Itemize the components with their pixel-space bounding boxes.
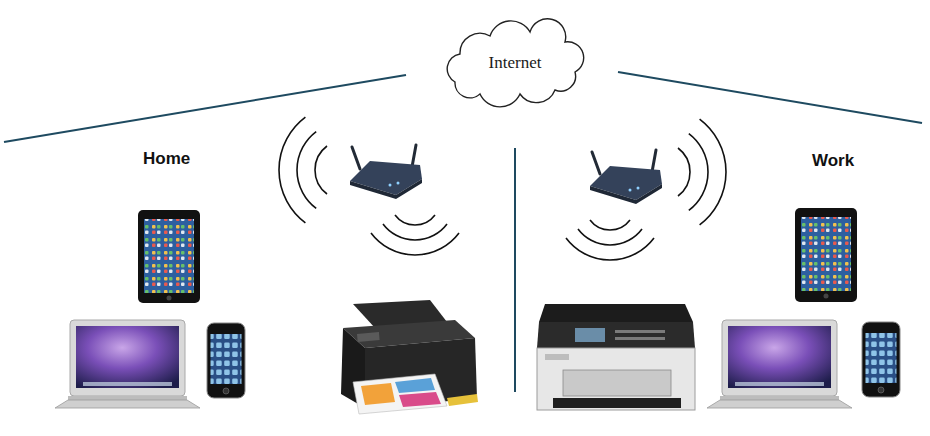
paper-graphic (399, 392, 441, 407)
laptop-screen (728, 326, 831, 388)
wifi-arc (678, 148, 690, 196)
laptop-lid (70, 320, 185, 396)
laptop-base (55, 400, 200, 408)
phone-screen (866, 333, 897, 383)
divider-line (514, 148, 516, 392)
wifi-arc (371, 233, 459, 255)
printer-scanner-lid (539, 304, 693, 322)
router-edge (350, 179, 422, 199)
internet-link-line (618, 72, 922, 123)
paper-graphic (395, 378, 435, 393)
smartphone (862, 322, 900, 397)
printer-tray (553, 398, 681, 408)
printer-body (537, 348, 695, 410)
phone-frame (207, 323, 245, 398)
cloud-shape (447, 19, 583, 107)
tablet-screen (144, 219, 194, 293)
router-led (637, 187, 640, 190)
printer-buttons (615, 330, 665, 333)
wifi-arc (279, 117, 305, 223)
wifi-arc (297, 132, 316, 209)
phone-button (878, 387, 884, 393)
laptop-base (707, 400, 852, 408)
tablet-frame (138, 210, 200, 303)
phone-screen (211, 334, 242, 384)
wifi-arc (590, 220, 630, 230)
router-body (350, 161, 422, 195)
phone-button (223, 388, 229, 394)
paper-graphic (361, 383, 395, 405)
laptop-hinge (68, 396, 187, 400)
wifi-arc (315, 146, 327, 194)
wifi-arc (395, 215, 435, 225)
printer-vent (545, 354, 569, 360)
printed-paper (353, 374, 447, 414)
wifi-waves (566, 119, 726, 260)
router-led (397, 182, 400, 185)
wifi-router (350, 145, 422, 199)
router-antenna (412, 145, 416, 167)
tablet-button (824, 294, 829, 299)
laptop (55, 320, 200, 408)
printer-control-panel (537, 322, 695, 348)
wifi-router (590, 150, 662, 204)
tablet-frame (795, 208, 857, 302)
router-antenna (592, 152, 600, 174)
printer-buttons (615, 337, 665, 340)
router-antenna (652, 150, 656, 172)
printer-panel (357, 332, 380, 342)
phone-frame (862, 322, 900, 397)
router-body (590, 166, 662, 200)
tablet-screen (801, 217, 851, 291)
laptop-dock (735, 382, 824, 386)
paper-tray (447, 394, 478, 406)
all-in-one-printer (537, 304, 695, 410)
laptop (707, 320, 852, 408)
printer-display (575, 328, 605, 342)
laptop-screen (76, 326, 179, 388)
router-edge (590, 184, 662, 204)
router-antenna (352, 147, 360, 169)
area-label: Work (812, 151, 854, 171)
wifi-arc (578, 229, 642, 245)
internet-link-line (4, 75, 406, 142)
wifi-arc (689, 134, 708, 211)
inkjet-printer (341, 300, 478, 414)
area-label: Home (143, 149, 190, 169)
laptop-hinge (720, 396, 839, 400)
router-led (389, 184, 392, 187)
printer-output-slot (563, 370, 671, 396)
wifi-arc (566, 238, 654, 260)
router-led (629, 189, 632, 192)
wifi-arc (383, 224, 447, 240)
wifi-arc (700, 119, 726, 225)
cloud-label: Internet (489, 53, 542, 73)
tablet (795, 208, 857, 302)
tablet-button (167, 296, 172, 301)
tablet (138, 210, 200, 303)
laptop-lid (722, 320, 837, 396)
cloud-node: Internet (435, 22, 595, 104)
smartphone (207, 323, 245, 398)
laptop-dock (83, 382, 172, 386)
wifi-waves (279, 117, 459, 255)
